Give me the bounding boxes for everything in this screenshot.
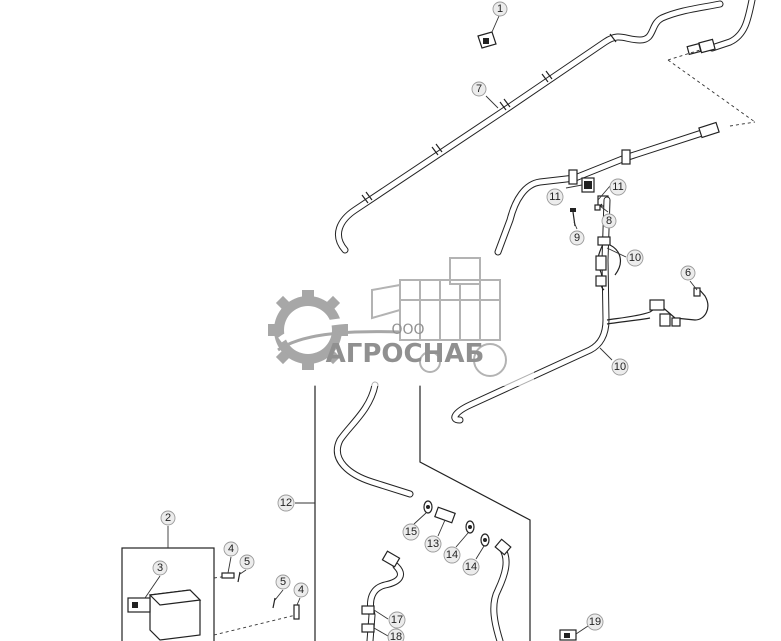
callout-15: 15 [402, 523, 420, 541]
hose-main [335, 0, 724, 254]
tube-vertical [451, 196, 622, 424]
screws-8-9 [570, 203, 603, 227]
svg-text:4: 4 [298, 584, 304, 596]
svg-text:8: 8 [606, 215, 612, 227]
gear-icon [268, 290, 401, 370]
callout-1: 1 [492, 1, 508, 17]
watermark: ООО АГРОСНАБ [246, 257, 534, 386]
svg-text:1: 1 [497, 3, 503, 15]
callout-8: 8 [601, 213, 617, 229]
callout-18: 18 [387, 628, 405, 641]
bolts [221, 571, 300, 620]
svg-text:13: 13 [427, 538, 439, 550]
callout-19: 19 [586, 613, 604, 631]
svg-text:2: 2 [165, 512, 171, 524]
svg-text:14: 14 [446, 549, 458, 561]
svg-text:5: 5 [244, 556, 250, 568]
callout-14-right: 14 [462, 558, 480, 576]
svg-text:9: 9 [574, 232, 580, 244]
callout-3: 3 [152, 560, 168, 576]
svg-text:10: 10 [629, 252, 641, 264]
callout-6: 6 [680, 265, 696, 281]
callout-11-left: 11 [546, 188, 564, 206]
callout-11-right: 11 [609, 178, 627, 196]
hose-second [494, 121, 720, 256]
hose-upper-right [686, 0, 756, 56]
hose-right-lower [490, 538, 512, 641]
hose-left-lower [333, 381, 414, 498]
callout-13: 13 [424, 535, 442, 553]
part-1 [477, 31, 497, 49]
callout-4-left: 4 [223, 541, 239, 557]
harness-6 [606, 287, 709, 327]
svg-text:3: 3 [157, 562, 163, 574]
outline-lines [314, 385, 531, 641]
svg-text:6: 6 [685, 267, 691, 279]
watermark-prefix: ООО [391, 322, 424, 338]
svg-text:17: 17 [391, 614, 403, 626]
callout-14-left: 14 [443, 546, 461, 564]
svg-text:4: 4 [228, 543, 234, 555]
callout-10-lower: 10 [611, 358, 629, 376]
component-box [121, 547, 301, 641]
callout-9: 9 [569, 230, 585, 246]
callout-5-right: 5 [275, 574, 291, 590]
callout-12: 12 [277, 494, 295, 512]
callout-2: 2 [160, 510, 176, 526]
callout-10-upper: 10 [626, 249, 644, 267]
callout-17: 17 [388, 611, 406, 629]
svg-text:19: 19 [589, 616, 601, 628]
svg-text:15: 15 [405, 526, 417, 538]
watermark-company: АГРОСНАБ [326, 339, 485, 369]
callout-7: 7 [471, 81, 487, 97]
svg-text:11: 11 [612, 181, 623, 193]
svg-text:11: 11 [549, 191, 560, 203]
svg-text:10: 10 [614, 361, 626, 373]
svg-text:7: 7 [476, 83, 482, 95]
leader-lines [144, 15, 698, 637]
part-19 [559, 629, 577, 641]
svg-text:5: 5 [280, 576, 286, 588]
dashed-connector-upper [667, 49, 756, 127]
combine-harvester-icon [371, 257, 507, 377]
svg-text:18: 18 [390, 631, 402, 641]
svg-text:14: 14 [465, 561, 477, 573]
callout-4-right: 4 [293, 582, 309, 598]
svg-text:12: 12 [280, 497, 292, 509]
callout-5-left: 5 [239, 554, 255, 570]
